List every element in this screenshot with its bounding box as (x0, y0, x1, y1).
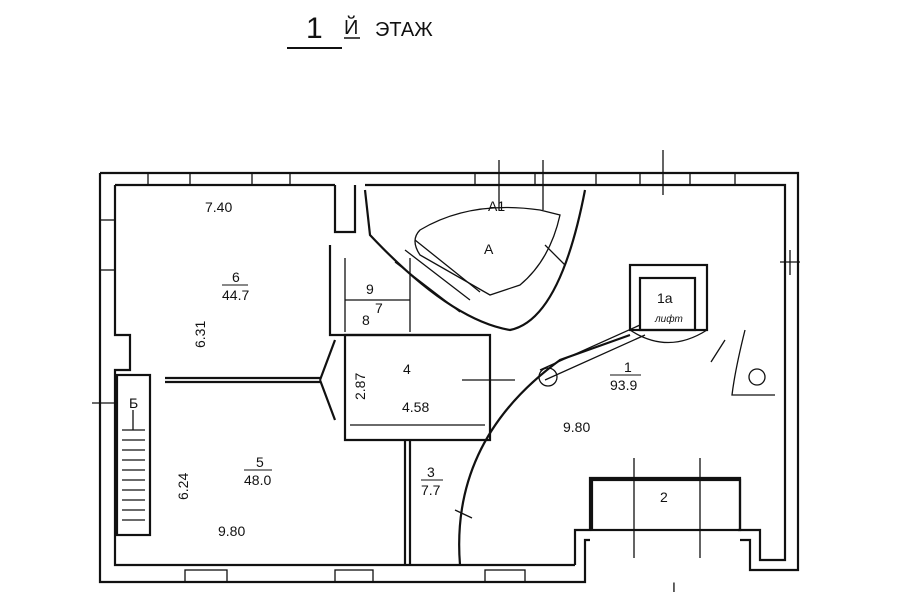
dim-4-58: 4.58 (402, 399, 429, 415)
room-labels: 7.40 6 44.7 6.31 Б 6.24 5 48.0 9.80 4 2.… (129, 198, 683, 595)
floor-suffix: Й (344, 15, 358, 39)
dim-6-31: 6.31 (192, 321, 208, 348)
dim-9-80-left: 9.80 (218, 523, 245, 539)
room-b-label: Б (129, 395, 138, 411)
room-a-label: А (484, 241, 494, 257)
entrance-mark: I (672, 579, 676, 595)
interior-walls (92, 150, 800, 566)
room-3-number: 3 (427, 464, 435, 480)
dim-2-87: 2.87 (352, 373, 368, 400)
room-3-area: 7.7 (421, 482, 441, 498)
floor-number: 1 (306, 12, 323, 45)
floor-word: ЭТАЖ (375, 19, 433, 41)
room-a1-label: А1 (488, 198, 505, 214)
room-9-number: 9 (366, 281, 374, 297)
room-6-number: 6 (232, 269, 240, 285)
room-5-number: 5 (256, 454, 264, 470)
lift-label: лифт (654, 313, 683, 325)
outer-walls (98, 171, 800, 584)
room-7-number: 7 (375, 300, 383, 316)
room-1a-number: 1а (657, 290, 673, 306)
dim-9-80-right: 9.80 (563, 419, 590, 435)
room-4-number: 4 (403, 361, 411, 377)
room-2-number: 2 (660, 489, 668, 505)
dim-7-40: 7.40 (205, 199, 232, 215)
room-6-area: 44.7 (222, 287, 249, 303)
room-8-number: 8 (362, 312, 370, 328)
room-5-area: 48.0 (244, 472, 271, 488)
room-1-number: 1 (624, 359, 632, 375)
floor-title: 1 Й ЭТАЖ (287, 12, 433, 49)
room-1-area: 93.9 (610, 377, 637, 393)
dim-6-24: 6.24 (175, 473, 191, 500)
